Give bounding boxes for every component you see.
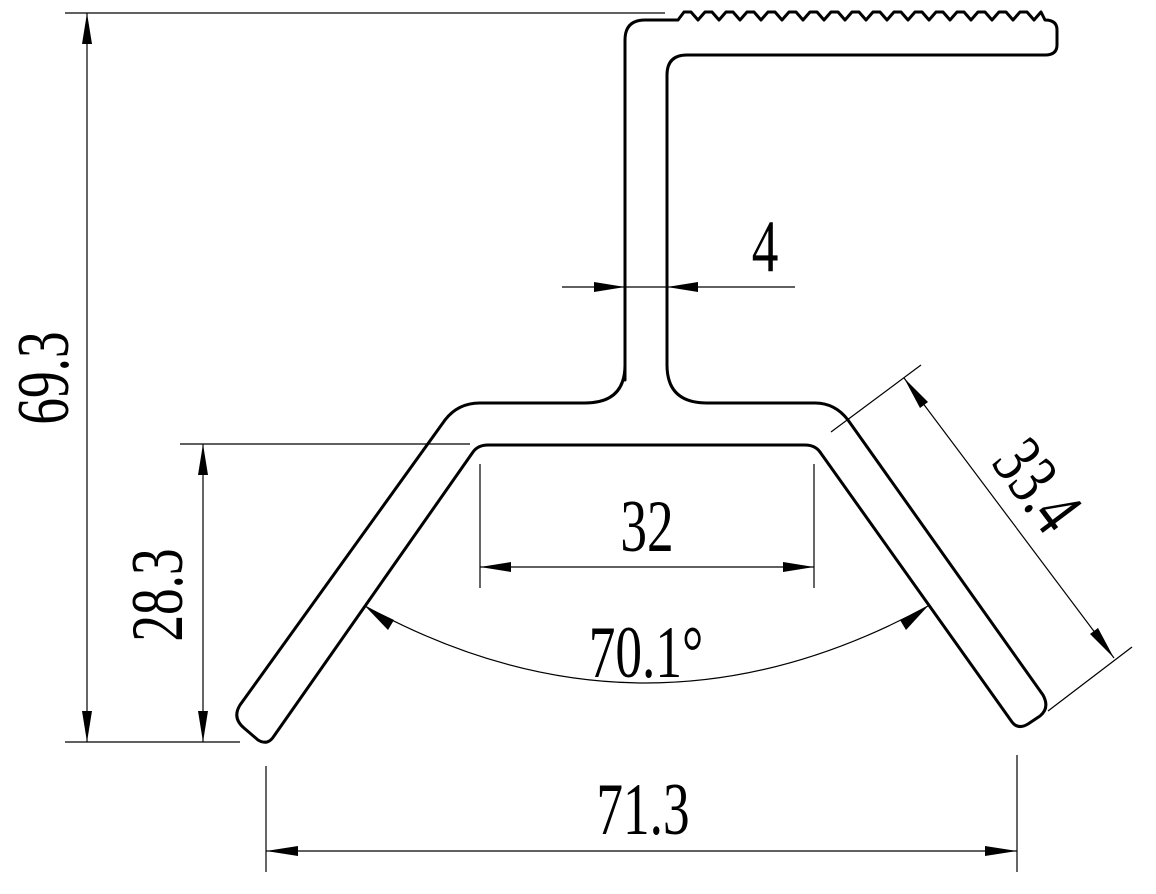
dim-overall-width: 71.3 [265,755,1018,872]
left-fillet [443,363,627,422]
dim-leg-length: 33.4 [830,364,1133,712]
left-leg [235,418,490,744]
overall-width-label: 71.3 [596,769,689,850]
stem-thickness-label: 4 [752,206,779,287]
right-leg [818,418,1048,729]
dim-included-angle: 70.1° [364,605,929,693]
leg-length-label: 33.4 [977,423,1098,546]
dim-stem-thickness: 4 [562,206,795,292]
stem-and-flange-outer [623,10,1059,382]
angle-label: 70.1° [589,612,704,693]
right-fillet [665,363,850,422]
dim-overall-height: 69.3 [3,12,665,743]
inner-width-label: 32 [620,486,673,567]
inner-base [486,443,822,454]
profile-outline [235,10,1059,744]
dim-leg-height: 28.3 [117,443,470,742]
leg-height-label: 28.3 [117,548,198,641]
overall-height-label: 69.3 [3,331,84,424]
dim-inner-width: 32 [479,464,815,588]
